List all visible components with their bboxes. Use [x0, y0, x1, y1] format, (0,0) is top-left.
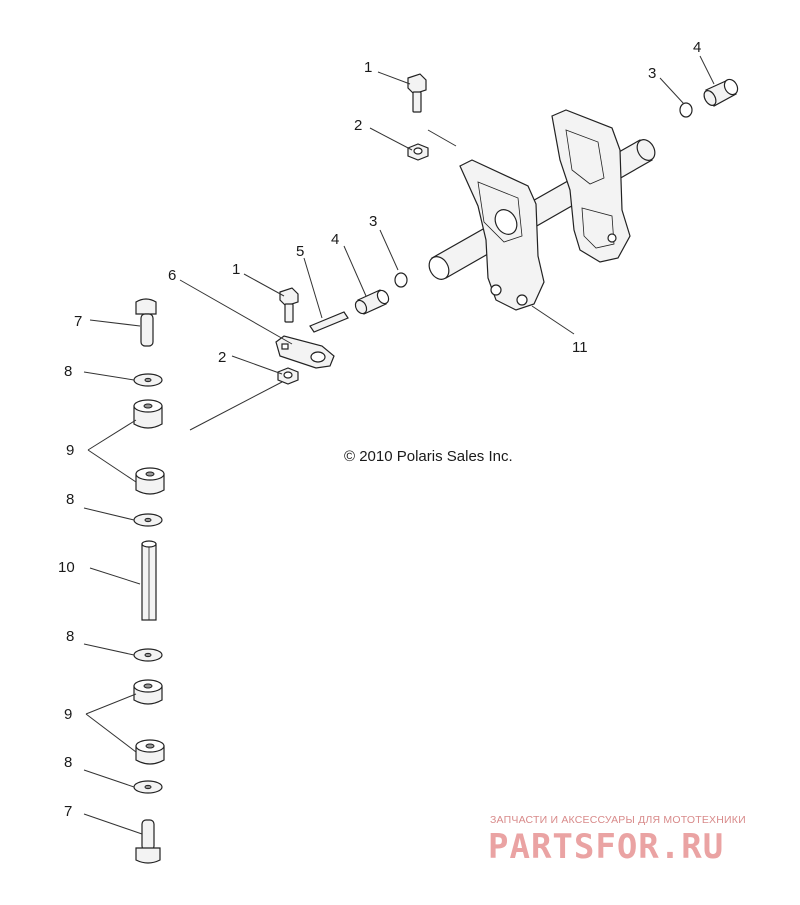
callout-2-middle: 2 [218, 349, 226, 366]
bushing-top [703, 78, 739, 107]
o-ring-middle [394, 272, 408, 288]
pivot-bracket-assembly [428, 109, 656, 311]
washer-4 [133, 780, 163, 794]
callout-5: 5 [296, 243, 304, 260]
shaft-end-left [428, 256, 450, 280]
rear-bracket-lower-cutout [581, 207, 615, 249]
callout-8-third: 8 [66, 628, 74, 645]
callout-11: 11 [572, 339, 588, 356]
bolt-middle [279, 287, 299, 323]
rear-bracket-hole [607, 233, 617, 243]
callout-2-top: 2 [354, 117, 362, 134]
front-bracket-plate [459, 159, 545, 311]
callout-1-top: 1 [364, 59, 372, 76]
spacer-3 [133, 679, 163, 705]
front-bracket-bore [494, 209, 518, 235]
leader-lines [83, 55, 715, 835]
watermark-logo: PARTSFOR.RU [488, 827, 724, 867]
callout-8-fourth: 8 [64, 754, 72, 771]
bolt-left-bottom [135, 819, 161, 864]
washer-2 [133, 513, 163, 527]
front-bracket-hole-b [516, 294, 528, 306]
key-rod [309, 311, 349, 333]
bolt-left-top [135, 298, 157, 347]
front-bracket-hole-a [490, 284, 502, 296]
o-ring-top [679, 102, 693, 118]
spacer-4 [135, 739, 165, 765]
callout-4-middle: 4 [331, 231, 339, 248]
callout-1-middle: 1 [232, 261, 240, 278]
front-bracket-cutout [477, 181, 523, 243]
spacer-1 [133, 399, 163, 429]
lever-arm [275, 335, 335, 369]
callout-9-lower: 9 [64, 706, 72, 723]
callout-8-second: 8 [66, 491, 74, 508]
hex-rod [141, 540, 157, 621]
callout-7-top: 7 [74, 313, 82, 330]
rear-bracket-cutout [565, 129, 605, 185]
washer-1 [133, 373, 163, 387]
callout-3-middle: 3 [369, 213, 377, 230]
watermark-tagline: ЗАПЧАСТИ И АКСЕССУАРЫ ДЛЯ МОТОТЕХНИКИ [490, 814, 746, 826]
callout-4-top: 4 [693, 39, 701, 56]
callout-7-bottom: 7 [64, 803, 72, 820]
callout-6: 6 [168, 267, 176, 284]
watermark: ЗАПЧАСТИ И АКСЕССУАРЫ ДЛЯ МОТОТЕХНИКИ PA… [488, 814, 746, 867]
callout-8-first: 8 [64, 363, 72, 380]
nut-top [407, 143, 429, 161]
copyright-notice: © 2010 Polaris Sales Inc. [344, 448, 513, 465]
rear-bracket-plate [551, 109, 631, 263]
spacer-2 [135, 467, 165, 495]
callout-labels: 1 2 3 4 1 2 3 4 5 6 7 8 9 8 10 8 9 8 7 1… [58, 39, 701, 820]
washer-3 [133, 648, 163, 662]
callout-10: 10 [58, 559, 75, 576]
bushing-middle [354, 289, 390, 315]
shaft-end-right [636, 139, 656, 161]
callout-9-upper: 9 [66, 442, 74, 459]
nut-middle [277, 367, 299, 385]
callout-3-top: 3 [648, 65, 656, 82]
bolt-top [407, 73, 427, 113]
